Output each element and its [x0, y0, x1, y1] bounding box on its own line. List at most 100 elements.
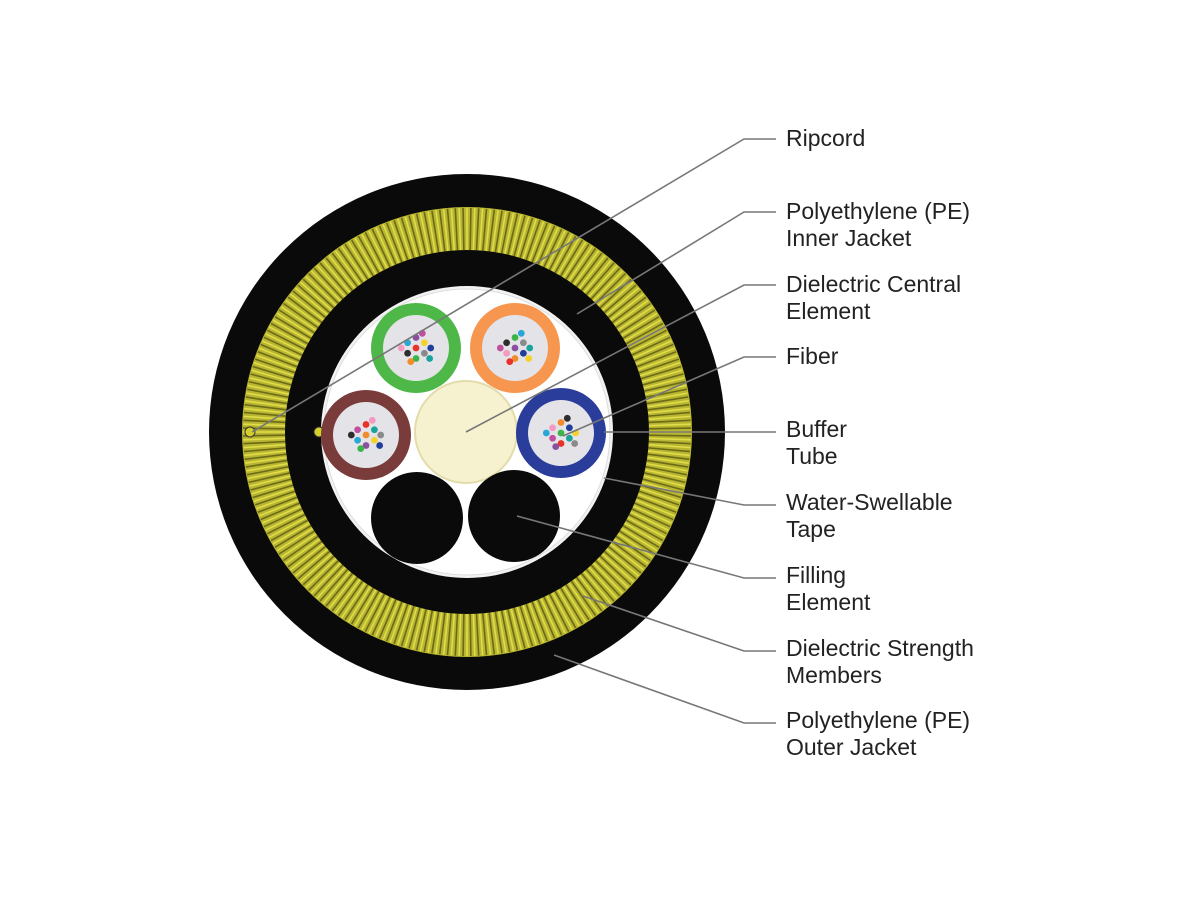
yarn-strand: [643, 377, 685, 389]
yarn-strand: [615, 302, 651, 329]
yarn-strand: [446, 613, 452, 656]
yarn-strand: [565, 243, 590, 280]
yarn-strand: [645, 388, 688, 399]
yarn-strand: [347, 241, 372, 279]
yarn-strand: [297, 550, 331, 580]
yarn-strand: [244, 403, 287, 411]
yarn-strand: [371, 596, 391, 636]
yarn-strand: [638, 490, 680, 506]
yarn-strand: [244, 407, 287, 414]
yarn-strand: [408, 607, 421, 649]
yarn-strand: [546, 230, 566, 269]
yarn-strand: [588, 265, 618, 298]
fiber: [511, 344, 519, 352]
yarn-strand: [458, 208, 462, 251]
yarn-strand: [647, 403, 690, 411]
yarn-strand: [573, 250, 600, 286]
yarn-strand: [609, 293, 645, 321]
yarn-strand: [310, 270, 342, 302]
yarn-strand: [438, 612, 446, 655]
yarn-strand: [305, 275, 337, 307]
yarn-strand: [647, 453, 690, 461]
yarn-strand: [254, 358, 296, 374]
yarn-strand: [442, 612, 449, 655]
yarn-strand: [368, 230, 388, 269]
yarn-strand: [294, 287, 329, 316]
yarn-strand: [560, 587, 584, 625]
yarn-strand: [393, 603, 409, 645]
yarn-strand: [647, 400, 689, 408]
yarn-strand: [611, 296, 647, 324]
fiber: [566, 424, 573, 432]
yarn-strand: [361, 592, 383, 631]
yarn-strand: [635, 499, 675, 517]
yarn-strand: [243, 419, 286, 424]
label-line: Members: [786, 662, 882, 688]
yarn-strand: [415, 213, 427, 255]
yarn-strand: [368, 595, 388, 634]
yarn-strand: [412, 608, 424, 650]
yarn-strand: [251, 481, 293, 495]
yarn-strand: [257, 496, 298, 514]
yarn-strand: [378, 599, 397, 639]
yarn-strand: [450, 613, 456, 656]
yarn-strand: [404, 606, 418, 648]
fiber: [503, 349, 510, 357]
yarn-strand: [557, 237, 580, 275]
yarn-strand: [337, 580, 364, 616]
yarn-strand: [562, 241, 587, 279]
fiber: [520, 339, 527, 347]
yarn-strand: [334, 578, 361, 614]
yarn-strand: [639, 487, 681, 502]
yarn-strand: [513, 607, 526, 649]
yarn-strand: [297, 284, 331, 314]
fiber: [542, 429, 550, 437]
yarn-strand: [246, 388, 289, 399]
yarn-strand: [525, 219, 541, 261]
yarn-strand: [350, 239, 374, 277]
yarn-strand: [531, 222, 549, 263]
label-ripcord: Ripcord: [786, 125, 865, 151]
yarn-strand: [334, 250, 361, 286]
yarn-strand: [328, 254, 356, 290]
yarn-strand: [522, 218, 537, 260]
yarn-strand: [404, 216, 418, 258]
yarn-strand: [599, 555, 632, 586]
yarn-strand: [382, 224, 400, 264]
fiber: [377, 431, 385, 439]
yarn-strand: [548, 232, 570, 271]
yarn-strand: [637, 354, 678, 371]
yarn-strand: [585, 568, 615, 602]
yarn-strand: [560, 239, 584, 277]
yarn-strand: [435, 612, 443, 654]
yarn-strand: [246, 465, 289, 476]
yarn-strand: [605, 287, 640, 316]
yarn-strand: [251, 369, 293, 383]
yarn-strand: [620, 527, 658, 552]
ripcord-outer: [244, 426, 256, 438]
yarn-strand: [565, 584, 590, 621]
fiber: [506, 358, 514, 366]
yarn-strand: [648, 440, 691, 445]
yarn-strand: [247, 469, 290, 480]
yarn-strand: [446, 208, 452, 251]
yarn-strand: [644, 472, 686, 484]
yarn-strand: [641, 369, 683, 383]
yarn-strand: [554, 590, 577, 629]
leader-line-central-element: [465, 284, 776, 433]
yarn-strand: [442, 209, 449, 252]
yarn-strand: [491, 210, 499, 252]
yarn-strand: [613, 538, 649, 565]
yarn-strand: [354, 589, 377, 627]
yarn-strand: [583, 259, 612, 294]
yarn-strand: [249, 377, 291, 389]
yarn-strand: [613, 299, 649, 326]
yarn-strand: [597, 275, 629, 307]
yarn-strand: [257, 350, 298, 368]
fiber: [404, 349, 411, 357]
fiber: [362, 431, 370, 439]
yarn-strand: [491, 612, 499, 654]
yarn-strand: [305, 557, 337, 589]
